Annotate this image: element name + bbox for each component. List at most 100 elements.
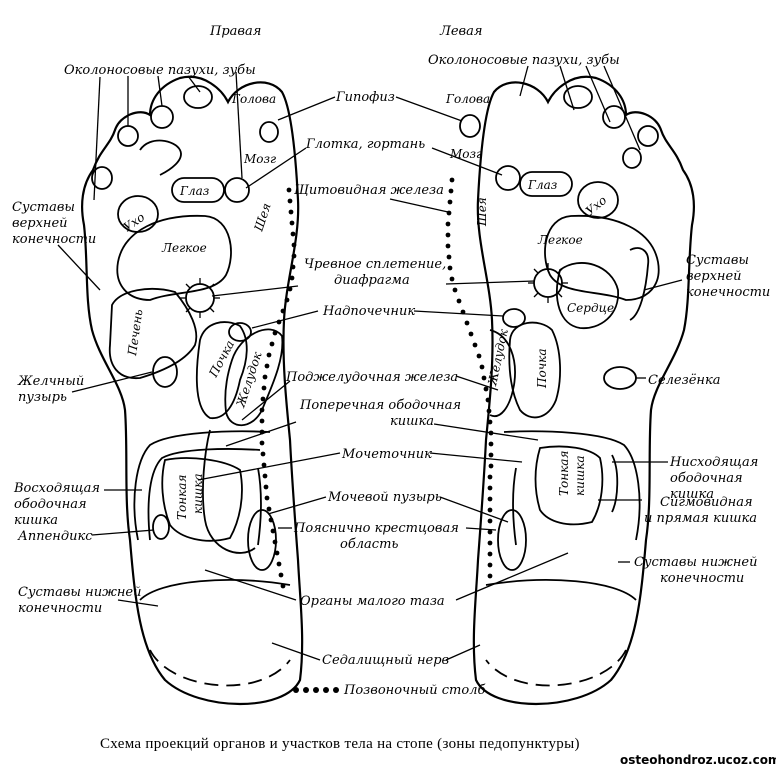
left-heel-upper — [485, 579, 637, 601]
label-head-left: Голова — [445, 92, 490, 106]
left-toe1-zone — [563, 85, 593, 109]
left-stomach-zone — [489, 329, 516, 417]
label-pelvic: Органы малого таза — [300, 594, 445, 609]
label-spine: Позвоночный столб — [343, 683, 485, 698]
label-stomach-left: Желудок — [485, 327, 511, 388]
label-descending-colon-3: кишка — [670, 487, 714, 502]
left-heart-zone — [556, 262, 619, 329]
label-eye-left: Глаз — [527, 178, 557, 192]
left-lung-zone — [544, 214, 660, 301]
label-transverse-colon-1: Поперечная ободочная — [299, 398, 461, 413]
label-ascending-colon-1: Восходящая — [13, 481, 100, 496]
right-small-intestine-zone — [161, 457, 243, 542]
right-heel-upper — [139, 579, 291, 601]
left-toe3-zone — [637, 125, 659, 147]
label-upper-joints-left-1: Суставы — [686, 253, 749, 268]
label-lower-joints-left-2: конечности — [660, 571, 744, 586]
label-adrenal: Надпочечник — [322, 304, 415, 319]
right-solar-rays — [180, 278, 220, 318]
label-lower-joints-right-2: конечности — [18, 601, 102, 616]
label-thyroid: Щитовидная железа — [294, 183, 444, 198]
left-sciatic-arc — [485, 649, 627, 687]
label-ascending-colon-2: ободочная — [14, 497, 87, 512]
right-eye-zone — [171, 177, 225, 203]
right-pituitary-zone — [224, 177, 250, 203]
right-spine-dots — [259, 187, 297, 589]
right-toe4-zone — [91, 166, 113, 190]
label-kidney-left: Почка — [535, 349, 549, 389]
right-kidney-zone — [195, 321, 248, 419]
left-foot — [459, 75, 695, 705]
label-small-intestine-right-1: Тонкая — [175, 475, 189, 520]
left-ureter-line — [512, 467, 517, 546]
right-toe1-zone — [183, 85, 213, 109]
spine-legend-dots — [293, 687, 339, 693]
right-liver-zone — [108, 288, 198, 379]
right-ureter-line — [257, 467, 262, 546]
label-brain-right: Мозг — [243, 152, 276, 166]
right-solar-zone — [185, 283, 215, 313]
label-upper-joints-right-2: верхней — [12, 216, 68, 231]
left-pituitary-zone — [495, 165, 521, 191]
label-sinuses-left: Околоносовые пазухи, зубы — [428, 53, 620, 68]
label-pancreas: Поджелудочная железа — [285, 370, 458, 385]
header-left-foot: Левая — [439, 24, 482, 39]
right-toe3-zone — [117, 125, 139, 147]
label-sinuses-right: Околоносовые пазухи, зубы — [64, 63, 256, 78]
labels: Правая Левая Околоносовые пазухи, зубы О… — [12, 24, 776, 767]
label-lower-joints-right-1: Суставы нижней — [18, 585, 141, 600]
label-ascending-colon-3: кишка — [14, 513, 58, 528]
label-throat: Глотка, гортань — [305, 137, 425, 152]
leader-lines — [57, 65, 683, 661]
right-brain-zone — [259, 121, 279, 143]
watermark: osteohondroz.ucoz.com — [620, 753, 776, 767]
label-descending-colon-2: ободочная — [670, 471, 743, 486]
label-stomach-right: Желудок — [233, 349, 265, 409]
label-lung-right: Легкое — [161, 241, 207, 255]
figure-caption: Схема проекций органов и участков тела н… — [100, 736, 580, 752]
label-spleen: Селезёнка — [648, 373, 720, 388]
left-descending-zone — [611, 454, 619, 513]
left-eye-zone — [519, 171, 573, 197]
label-upper-joints-left-3: конечности — [686, 285, 770, 300]
label-lumbosacral-2: область — [340, 537, 398, 552]
label-neck-right: Шея — [251, 201, 274, 234]
label-lung-left: Легкое — [537, 233, 583, 247]
label-transverse-colon-2: кишка — [390, 414, 434, 429]
left-toe4-zone — [622, 147, 642, 169]
right-appendix-zone — [152, 514, 170, 540]
label-small-intestine-left-2: кишка — [573, 455, 587, 496]
label-upper-joints-right-1: Суставы — [12, 200, 75, 215]
left-brain-zone — [459, 114, 481, 138]
left-colon-loop — [503, 430, 641, 541]
right-lung-zone — [116, 214, 232, 301]
label-solar-2: диафрагма — [334, 273, 410, 288]
label-lower-joints-left-1: Суставы нижней — [634, 555, 757, 570]
label-gallbladder-2: пузырь — [18, 390, 67, 405]
right-foot — [81, 75, 304, 705]
right-colon-loop — [133, 430, 271, 541]
label-descending-colon-1: Нисходящая — [669, 455, 758, 470]
label-pituitary: Гипофиз — [335, 90, 395, 105]
label-appendix: Аппендикс — [17, 529, 93, 544]
label-gallbladder-1: Желчный — [17, 374, 84, 389]
left-upper-joint-zone — [629, 247, 650, 321]
label-small-intestine-left-1: Тонкая — [557, 451, 571, 496]
label-bladder: Мочевой пузырь — [327, 490, 442, 505]
left-ear-zone — [577, 181, 619, 219]
label-upper-joints-left-2: верхней — [686, 269, 742, 284]
right-intestine-edge — [202, 429, 256, 554]
label-sciatic: Седалищный нерв — [322, 653, 449, 668]
left-bladder-zone — [497, 509, 527, 571]
header-right-foot: Правая — [209, 24, 261, 39]
left-small-intestine-zone — [534, 445, 604, 526]
label-sigmoid-2: и прямая кишка — [644, 511, 757, 526]
label-solar-1: Чревное сплетение, — [304, 257, 446, 272]
right-colon-inner — [147, 448, 261, 541]
left-spine-dots — [445, 177, 494, 579]
left-foot-outline — [472, 75, 695, 705]
label-heart: Сердце — [567, 301, 614, 315]
label-brain-left: Мозг — [449, 147, 482, 161]
